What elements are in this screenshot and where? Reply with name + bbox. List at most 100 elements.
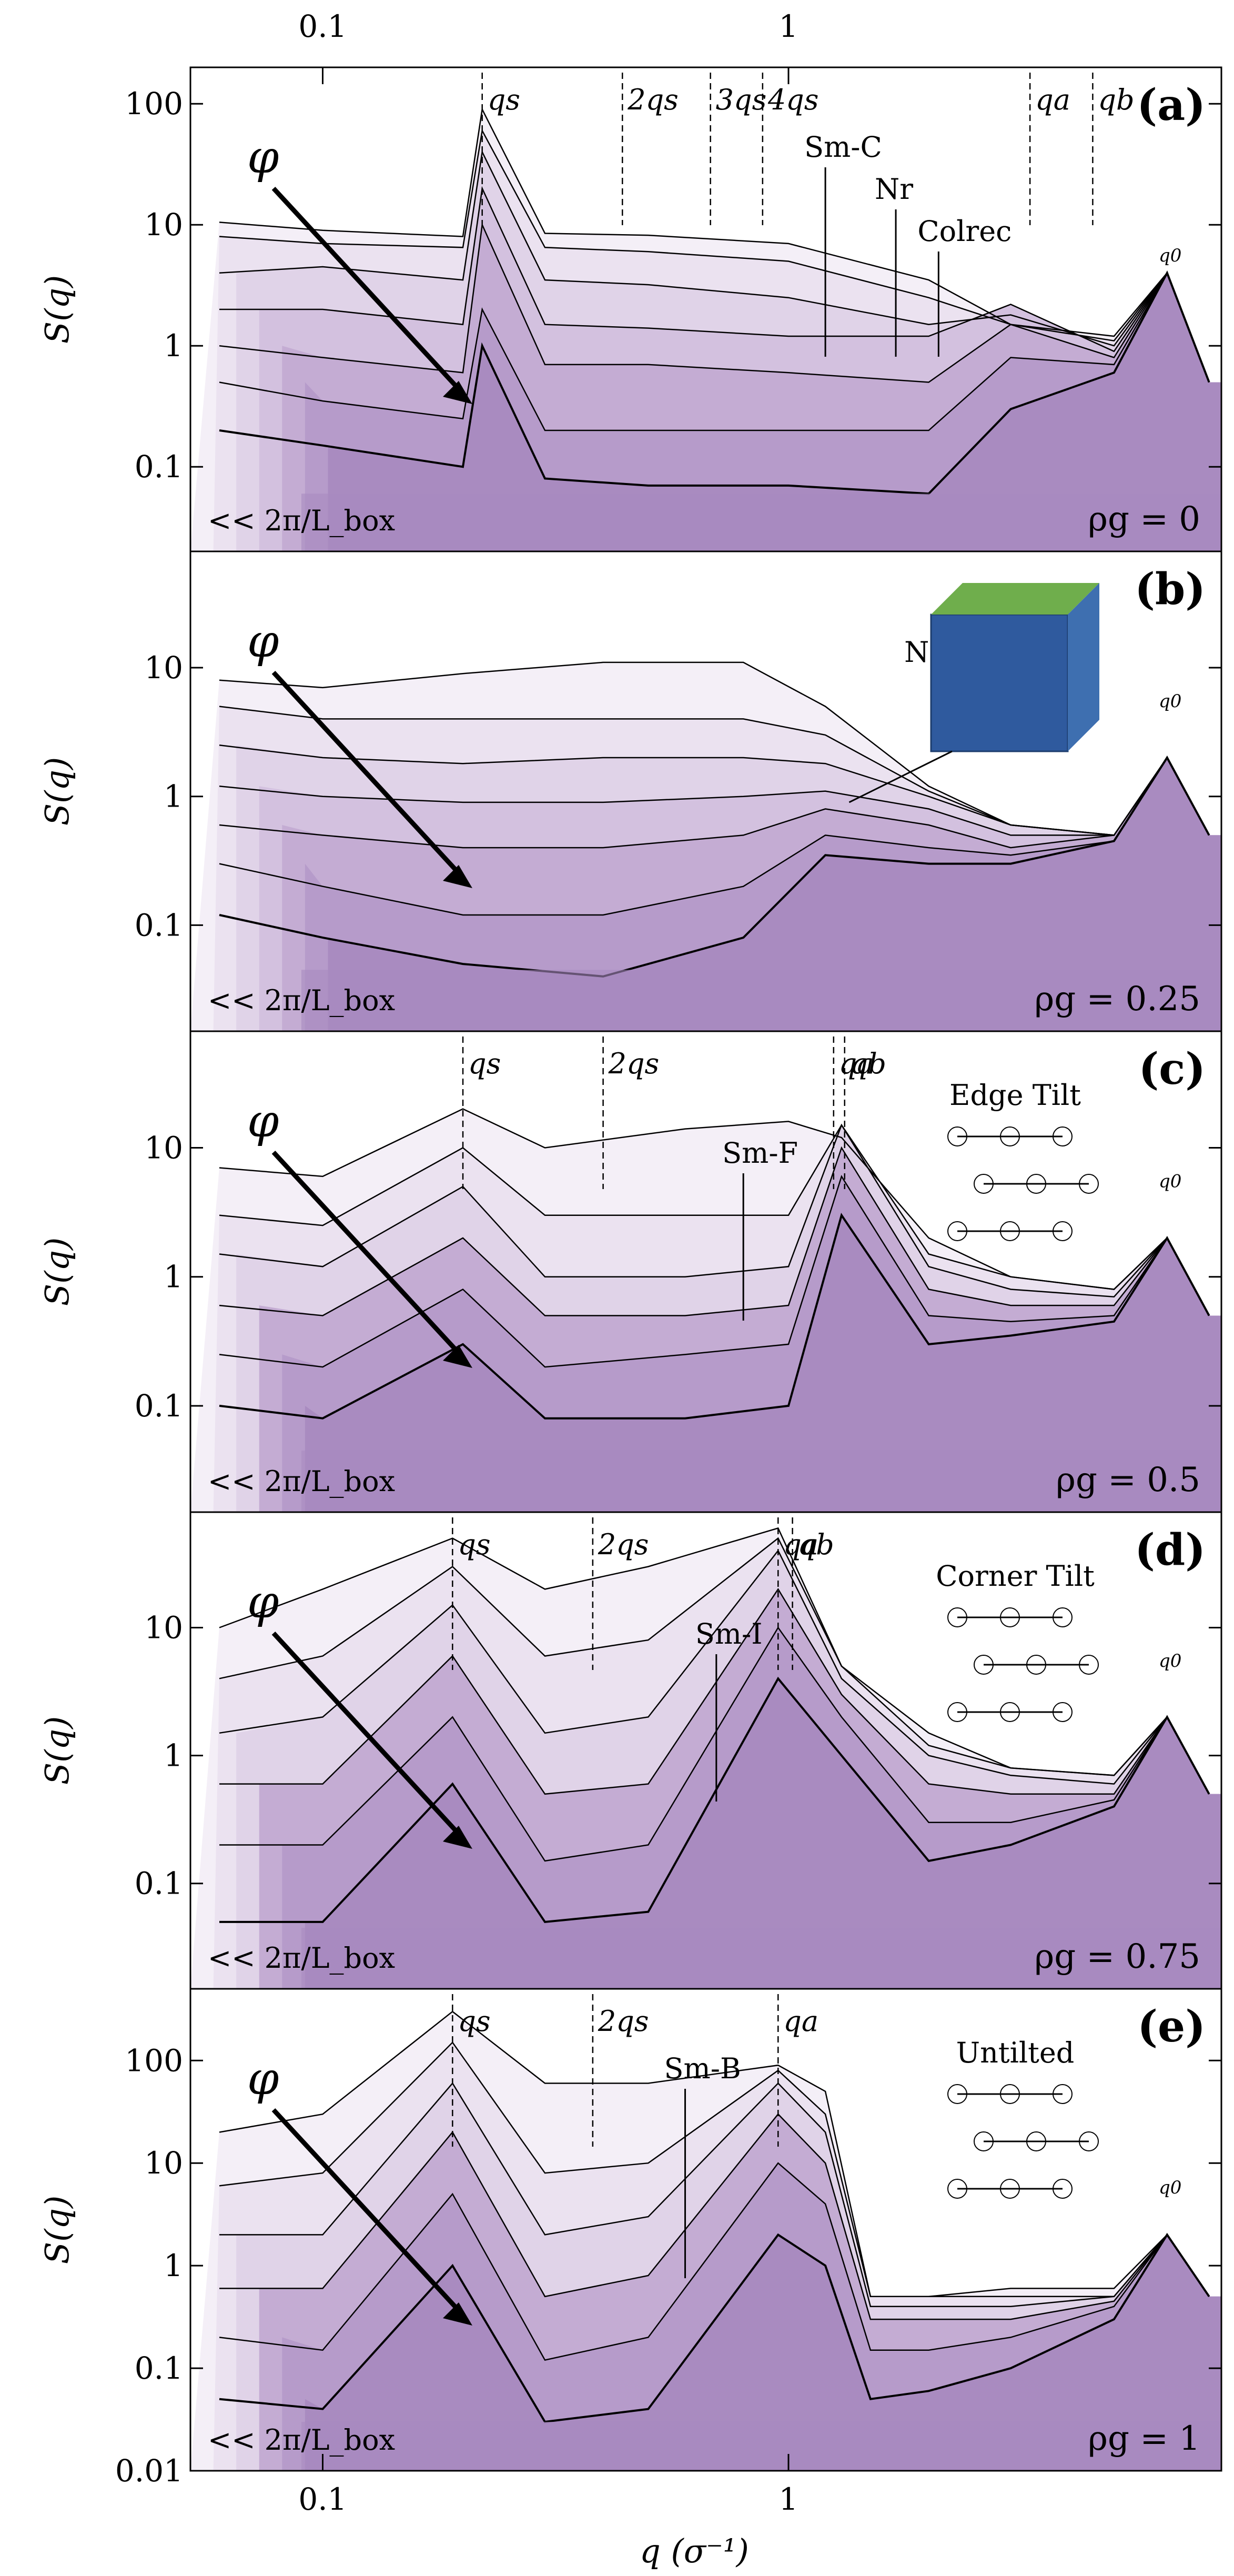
lattice-site (1079, 2131, 1099, 2151)
bottom-tick-label: 1 (779, 2481, 798, 2517)
phi-label: φ (247, 1576, 279, 1628)
series-line (219, 1123, 1210, 1316)
plot-area (190, 2010, 1221, 2471)
series-line (219, 756, 1210, 849)
q0-label: q0 (1159, 1171, 1181, 1192)
y-tick-label: 1 (164, 1259, 183, 1295)
peak-label: qb (798, 1528, 834, 1561)
base-fill (301, 1450, 1221, 1512)
lattice-site (1053, 1126, 1073, 1146)
y-tick-label: 10 (144, 207, 183, 243)
lattice-site (1053, 1607, 1073, 1627)
phi-arrowhead (443, 865, 472, 888)
plot-area (190, 107, 1221, 551)
y-tick-label: 0.1 (135, 2350, 183, 2386)
series-line (219, 186, 1210, 383)
cube-side (1068, 583, 1099, 751)
peak-label: qa (1035, 83, 1070, 116)
lbox-label: << 2π/L_box (208, 984, 395, 1017)
top-tick-label: 1 (779, 8, 798, 44)
y-axis-label: S(q) (38, 757, 76, 826)
series-area (328, 758, 1221, 1031)
series-line (219, 107, 1210, 383)
phi-label: φ (247, 1095, 279, 1148)
phase-label: Sm-F (722, 1136, 798, 1170)
phi-arrow (271, 2108, 465, 2317)
y-tick-label: 0.1 (135, 1388, 183, 1424)
density-label: ρg = 0.5 (1056, 1461, 1200, 1500)
series-line (219, 1146, 1210, 1316)
y-tick-label: 1 (164, 1738, 183, 1774)
lattice-site (1079, 1174, 1099, 1194)
y-tick-label: 0.1 (135, 1866, 183, 1901)
series-area (305, 1678, 1221, 1989)
peak-label: 2qs (627, 83, 679, 116)
phi-arrow (271, 670, 465, 880)
series-line (219, 1212, 1210, 1420)
plot-area (190, 1108, 1221, 1512)
y-axis-label: S(q) (38, 1237, 76, 1306)
lattice-inset (947, 1126, 1099, 1241)
series-line (219, 1123, 1210, 1316)
y-tick-label: 0.01 (115, 2453, 183, 2489)
y-axis-label: S(q) (38, 2196, 76, 2265)
series-line (219, 1588, 1210, 1795)
y-tick-label: 0.1 (135, 907, 183, 943)
peak-label: 2qs (598, 1528, 649, 1561)
cube-top (931, 583, 1099, 615)
top-tick-label: 0.1 (298, 8, 347, 44)
plot-area (190, 661, 1221, 1031)
peak-label: qb (1098, 83, 1134, 116)
phi-label: φ (247, 2052, 279, 2105)
lbox-label: << 2π/L_box (208, 2423, 395, 2457)
series-line (219, 2162, 1210, 2361)
lattice-inset (947, 1607, 1099, 1722)
panel-label: (a) (1137, 80, 1206, 130)
phi-arrowhead (443, 2302, 472, 2326)
series-line (219, 756, 1210, 978)
phi-arrowhead (443, 1826, 472, 1849)
peak-label: qs (468, 1047, 501, 1080)
series-area (328, 273, 1221, 551)
inset-pointer (848, 750, 953, 803)
q0-label: q0 (1159, 691, 1181, 712)
y-tick-label: 1 (164, 2248, 183, 2283)
series-line (219, 270, 1210, 495)
density-label: ρg = 0.75 (1035, 1937, 1200, 1976)
phase-label: Sm-I (695, 1617, 763, 1651)
y-tick-label: 10 (144, 650, 183, 686)
y-tick-label: 10 (144, 1610, 183, 1646)
lbox-label: << 2π/L_box (208, 504, 395, 537)
peak-label: qs (458, 1528, 490, 1561)
peak-label: 2qs (598, 2005, 649, 2038)
series-area (305, 2235, 1221, 2471)
peak-label: 2qs (608, 1047, 660, 1080)
lbox-label: << 2π/L_box (208, 1465, 395, 1498)
series-line (219, 1174, 1210, 1368)
plot-area (190, 1527, 1221, 1989)
peak-label: qb (850, 1047, 886, 1080)
cube-front (930, 613, 1069, 752)
phase-label: Nr (875, 173, 913, 206)
peak-label: qs (488, 83, 520, 116)
y-tick-label: 0.1 (135, 449, 183, 485)
lattice-site (1053, 2179, 1073, 2199)
peak-label: qa (783, 1528, 818, 1561)
y-tick-label: 10 (144, 2145, 183, 2181)
q0-label: q0 (1159, 2177, 1181, 2198)
lattice-inset (947, 2084, 1099, 2199)
panel-label: (c) (1138, 1044, 1206, 1094)
inset-title: Untilted (956, 2036, 1075, 2069)
series-line (219, 149, 1210, 383)
q0-label: q0 (1159, 1651, 1181, 1672)
y-tick-label: 100 (125, 2042, 183, 2078)
bottom-tick-label: 0.1 (298, 2481, 347, 2517)
phi-arrowhead (443, 381, 472, 404)
base-fill (301, 2421, 1221, 2471)
lattice-site (1053, 1702, 1073, 1722)
